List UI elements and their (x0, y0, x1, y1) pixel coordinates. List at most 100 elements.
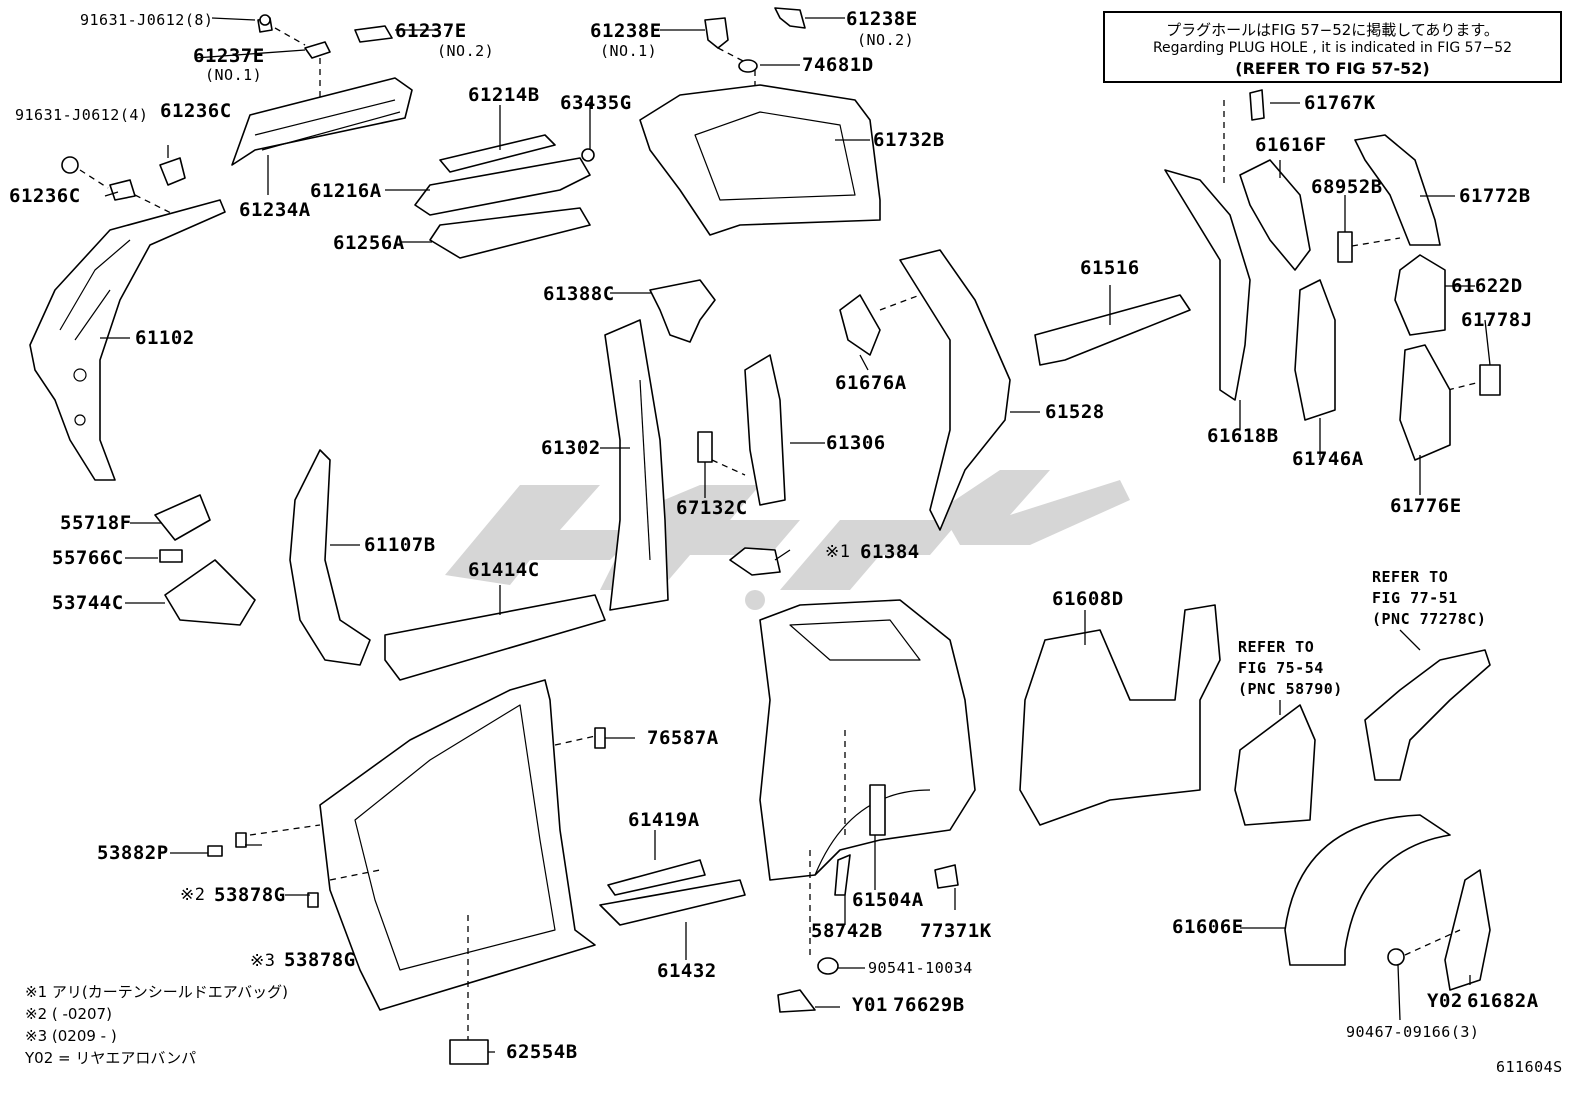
figure-code: 611604S (1496, 1058, 1563, 1076)
part-label[interactable]: 61618B (1207, 425, 1279, 447)
part-label[interactable]: 61237E (395, 20, 467, 42)
pillar-61618b (1164, 169, 1251, 401)
part-label[interactable]: 61528 (1045, 401, 1105, 423)
bracket-77371k (934, 864, 959, 889)
footnote: ※3 (0209 - ) (25, 1027, 117, 1045)
bracket-55718f (154, 494, 211, 541)
part-label[interactable]: 61306 (826, 432, 886, 454)
part-label[interactable]: 61516 (1080, 257, 1140, 279)
reference-label[interactable]: (PNC 77278C) (1372, 610, 1487, 628)
part-label[interactable]: 61414C (468, 559, 540, 581)
part-label[interactable]: 61732B (873, 129, 945, 151)
part-label[interactable]: 61236C (160, 100, 232, 122)
part-label[interactable]: 90467-09166(3) (1346, 1023, 1480, 1041)
part-label[interactable]: 91631-J0612(8) (80, 11, 214, 29)
part-label[interactable]: 74681D (802, 54, 874, 76)
part-variant-label: (NO.2) (437, 42, 495, 60)
part-label[interactable]: 61608D (1052, 588, 1124, 610)
clip-63435g (581, 148, 595, 162)
rail-61414c (384, 594, 606, 681)
part-label[interactable]: 61388C (543, 283, 615, 305)
part-label[interactable]: 76587A (647, 727, 719, 749)
rail-61234a (231, 77, 413, 166)
part-label[interactable]: 61256A (333, 232, 405, 254)
part-label[interactable]: 61236C (9, 185, 81, 207)
part-label[interactable]: 53882P (97, 842, 169, 864)
clip-90541 (817, 957, 839, 975)
part-label[interactable]: 61102 (135, 327, 195, 349)
part-label[interactable]: 61216A (310, 180, 382, 202)
part-label[interactable]: 61776E (1390, 495, 1462, 517)
clip-61778j (1479, 364, 1501, 396)
panel-61776e (1399, 344, 1451, 461)
part-label[interactable]: 61606E (1172, 916, 1244, 938)
part-label[interactable]: 62554B (506, 1041, 578, 1063)
clip-53878g-b (307, 892, 319, 908)
part-label[interactable]: 61622D (1451, 275, 1523, 297)
part-label[interactable]: 61238E (590, 20, 662, 42)
part-label[interactable]: 53744C (52, 592, 124, 614)
part-label[interactable]: 61778J (1461, 309, 1533, 331)
panel-77278c (1364, 649, 1491, 781)
part-label[interactable]: 90541-10034 (868, 959, 973, 977)
clip-68952b (1337, 231, 1353, 263)
part-label[interactable]: 61238E (846, 8, 918, 30)
part-label[interactable]: 61237E (193, 45, 265, 67)
part-label[interactable]: 61616F (1255, 134, 1327, 156)
part-label[interactable]: 53878G (284, 949, 356, 971)
footnote: ※1 アリ(カーテンシールドエアバッグ) (25, 983, 288, 1001)
part-label[interactable]: 61772B (1459, 185, 1531, 207)
quarter-panel-outer (759, 599, 976, 881)
part-label[interactable]: 61682A (1467, 990, 1539, 1012)
panel-61732b (639, 84, 881, 236)
reference-label[interactable]: (PNC 58790) (1238, 680, 1343, 698)
grommet-74681d (738, 59, 758, 73)
clip-53882p (207, 845, 223, 857)
panel-61616f (1239, 159, 1311, 271)
part-label[interactable]: 55718F (60, 512, 132, 534)
clip-61237e-no2 (354, 25, 393, 43)
part-label[interactable]: 61432 (657, 960, 717, 982)
part-label[interactable]: 76629B (893, 994, 965, 1016)
reference-label: REFER TO (1238, 638, 1315, 656)
panel-61256a (429, 207, 591, 259)
part-label[interactable]: 77371K (920, 920, 992, 942)
part-label[interactable]: 61419A (628, 809, 700, 831)
rail-61432 (599, 879, 746, 926)
bracket-76629b (777, 989, 816, 1013)
leader-lines (100, 17, 1491, 1053)
part-label[interactable]: 61234A (239, 199, 311, 221)
part-label[interactable]: 61302 (541, 437, 601, 459)
part-label[interactable]: 58742B (811, 920, 883, 942)
part-label[interactable]: 53878G (214, 884, 286, 906)
part-label[interactable]: 61504A (852, 889, 924, 911)
mudguard-61682a (1444, 869, 1491, 991)
part-label[interactable]: 91631-J0612(4) (15, 106, 149, 124)
clip-55766c (159, 549, 183, 563)
part-label[interactable]: 68952B (1311, 176, 1383, 198)
part-label[interactable]: 61746A (1292, 448, 1364, 470)
model-code: Y02 (1427, 990, 1463, 1012)
pillar-61302 (604, 319, 669, 611)
bracket-61236c (159, 157, 186, 186)
part-label[interactable]: 61107B (364, 534, 436, 556)
notice-reference: (REFER TO FIG 57-52) (1235, 59, 1430, 78)
notice-line-jp: プラグホールはFIG 57−52に掲載してあります。 (1166, 21, 1499, 39)
model-code: Y01 (852, 994, 888, 1016)
part-label[interactable]: 61384 (860, 541, 920, 563)
part-variant-label: (NO.1) (600, 42, 658, 60)
part-label[interactable]: 61676A (835, 372, 907, 394)
part-label[interactable]: 67132C (676, 497, 748, 519)
plug-hole-notice: プラグホールはFIG 57−52に掲載してあります。 Regarding PLU… (1103, 11, 1562, 83)
part-label[interactable]: 61767K (1304, 92, 1376, 114)
footnote: Y02 = リヤエアロバンパ (25, 1049, 197, 1067)
part-label[interactable]: 63435G (560, 92, 632, 114)
wheelhouse-61608d (1019, 604, 1221, 826)
reference-label: REFER TO (1372, 568, 1449, 586)
part-label[interactable]: 61214B (468, 84, 540, 106)
bracket-61384 (729, 547, 781, 576)
part-label[interactable]: 55766C (52, 547, 124, 569)
bolt-91631-j0612-8 (257, 14, 273, 33)
